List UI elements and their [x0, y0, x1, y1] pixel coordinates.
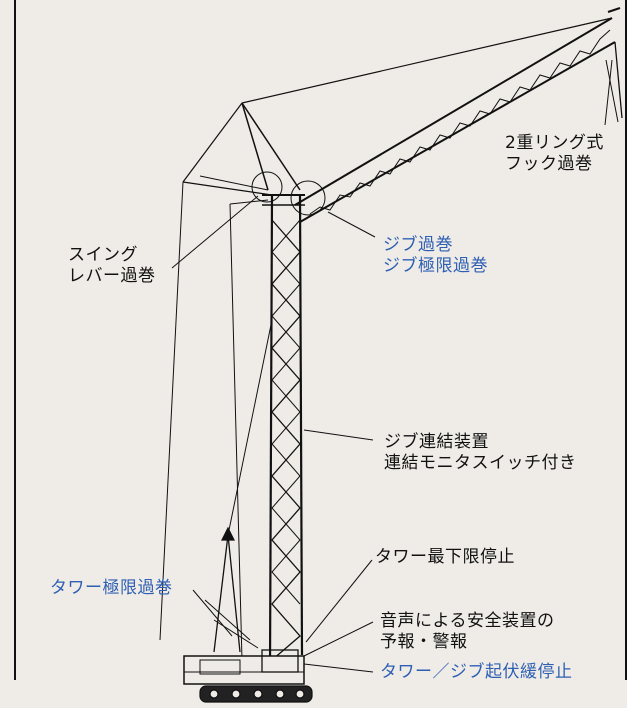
- swing-lever-circle: [251, 171, 283, 203]
- jib-overwind-circle: [290, 180, 326, 216]
- swing-lever-line-2: レバー過巻: [68, 266, 156, 286]
- jib-overwind-line-2: ジブ極限過巻: [383, 256, 488, 276]
- jib-connector-label: ジブ連結装置 連結モニタスイッチ付き: [384, 432, 577, 474]
- voice-safety-label: 音声による安全装置の 予報・警報: [380, 611, 555, 653]
- jib-overwind-line-1: ジブ過巻: [383, 235, 453, 255]
- jib-connector-line-1: ジブ連結装置: [384, 432, 489, 452]
- voice-safety-line-1: 音声による安全装置の: [380, 611, 555, 631]
- voice-safety-line-2: 予報・警報: [380, 632, 468, 652]
- tower-mast: [262, 194, 305, 669]
- hook-overwind-line-2: フック過巻: [505, 154, 593, 174]
- hook-overwind-label: 2重リング式 フック過巻: [505, 133, 604, 175]
- hook-overwind-line-1: 2重リング式: [505, 133, 604, 153]
- crawler-base: [183, 649, 313, 703]
- frame-right-border: [625, 0, 627, 680]
- jib-boom: [294, 7, 623, 223]
- tower-lowest-stop-label: タワー最下限停止: [375, 547, 515, 567]
- swing-lever-overwind-label: スイング レバー過巻: [68, 245, 156, 287]
- rear-mast: [204, 319, 273, 653]
- strut-assembly: [159, 17, 613, 661]
- tower-limit-overwind-label: タワー極限過巻: [50, 578, 173, 598]
- jib-overwind-label: ジブ過巻 ジブ極限過巻: [383, 235, 488, 277]
- frame-left-border: [14, 0, 16, 680]
- tower-jib-slow-stop-label: タワー／ジブ起伏緩停止: [380, 662, 573, 682]
- swing-lever-line-1: スイング: [68, 245, 138, 265]
- leader-lines: [171, 59, 613, 673]
- jib-connector-line-2: 連結モニタスイッチ付き: [384, 453, 577, 473]
